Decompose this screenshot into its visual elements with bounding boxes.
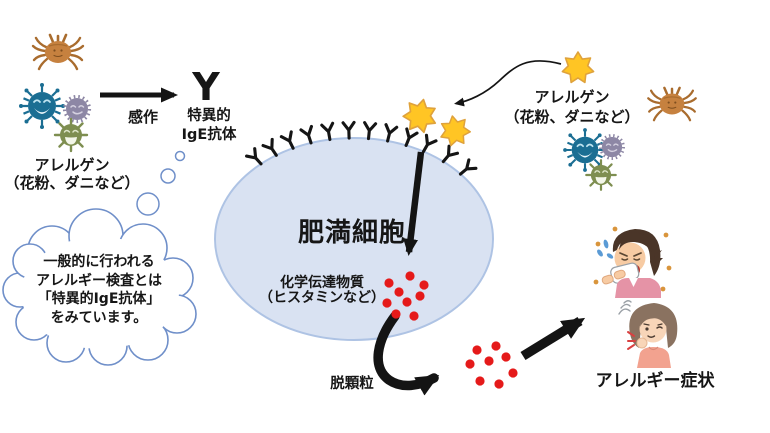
mite-icon: [31, 33, 85, 71]
virus-icon-green: [53, 117, 89, 153]
degranulation-arrow: [373, 311, 440, 396]
degranulation-label: 脱顆粒: [330, 376, 374, 392]
mediator-granules-inside: [382, 271, 429, 321]
thought-bubble-text: 一般的に行われる アレルギー検査とは 「特異的IgE抗体」 をみています。: [36, 254, 162, 326]
granule-dot: [382, 298, 392, 308]
granule-dot: [508, 368, 518, 378]
mediators-label: 化学伝達物質 （ヒスタミンなど）: [259, 275, 385, 306]
granule-dot: [415, 291, 425, 301]
granule-dot: [501, 352, 511, 362]
granule-dot: [394, 287, 404, 297]
left-allergen-label: アレルゲン （花粉、ダニなど）: [4, 156, 140, 192]
allergen-binding-arrow: [454, 60, 562, 107]
symptoms-arrow: [520, 316, 586, 361]
ige-receptor-icon: [341, 120, 357, 140]
granule-dot: [494, 379, 504, 389]
granule-dot: [391, 309, 401, 319]
ige-antibody-label: 特異的 IgE抗体: [181, 108, 237, 143]
thought-bubble-icon: [2, 208, 197, 366]
mite-icon: [647, 86, 697, 122]
granule-dot: [491, 341, 501, 351]
pollen-star-icon: [437, 112, 473, 148]
virus-icon-green: [585, 159, 617, 191]
virus-icon-blue: [17, 81, 67, 131]
ige-receptor-icon: [320, 121, 337, 143]
ige-receptor-icon: [361, 121, 378, 141]
granule-dot: [472, 345, 482, 355]
granule-dot: [384, 278, 394, 288]
granule-dot: [484, 356, 494, 366]
granule-dot: [419, 280, 429, 290]
virus-icon-purple: [62, 94, 92, 124]
granule-dot: [465, 359, 475, 369]
itchy-girl-icon: [618, 300, 678, 368]
virus-icon-purple: [599, 134, 625, 160]
allergy-symptoms-label: アレルギー症状: [595, 371, 715, 391]
activation-signal-arrow: [403, 151, 425, 256]
granule-dot: [475, 376, 485, 386]
granule-dot: [402, 297, 412, 307]
ige-antibody-symbol: Y: [192, 65, 220, 109]
granule-dot: [409, 311, 419, 321]
sneezing-woman-icon: [593, 226, 672, 298]
sensitization-label: 感作: [127, 108, 159, 126]
thought-bubble-trail-icon: [136, 150, 186, 216]
mast-cell-label: 肥満細胞: [297, 218, 407, 248]
right-allergen-label: アレルゲン （花粉、ダニなど）: [504, 88, 640, 126]
granule-dot: [405, 271, 415, 281]
pollen-star-icon: [561, 51, 595, 84]
mediator-granules-released: [465, 341, 518, 389]
